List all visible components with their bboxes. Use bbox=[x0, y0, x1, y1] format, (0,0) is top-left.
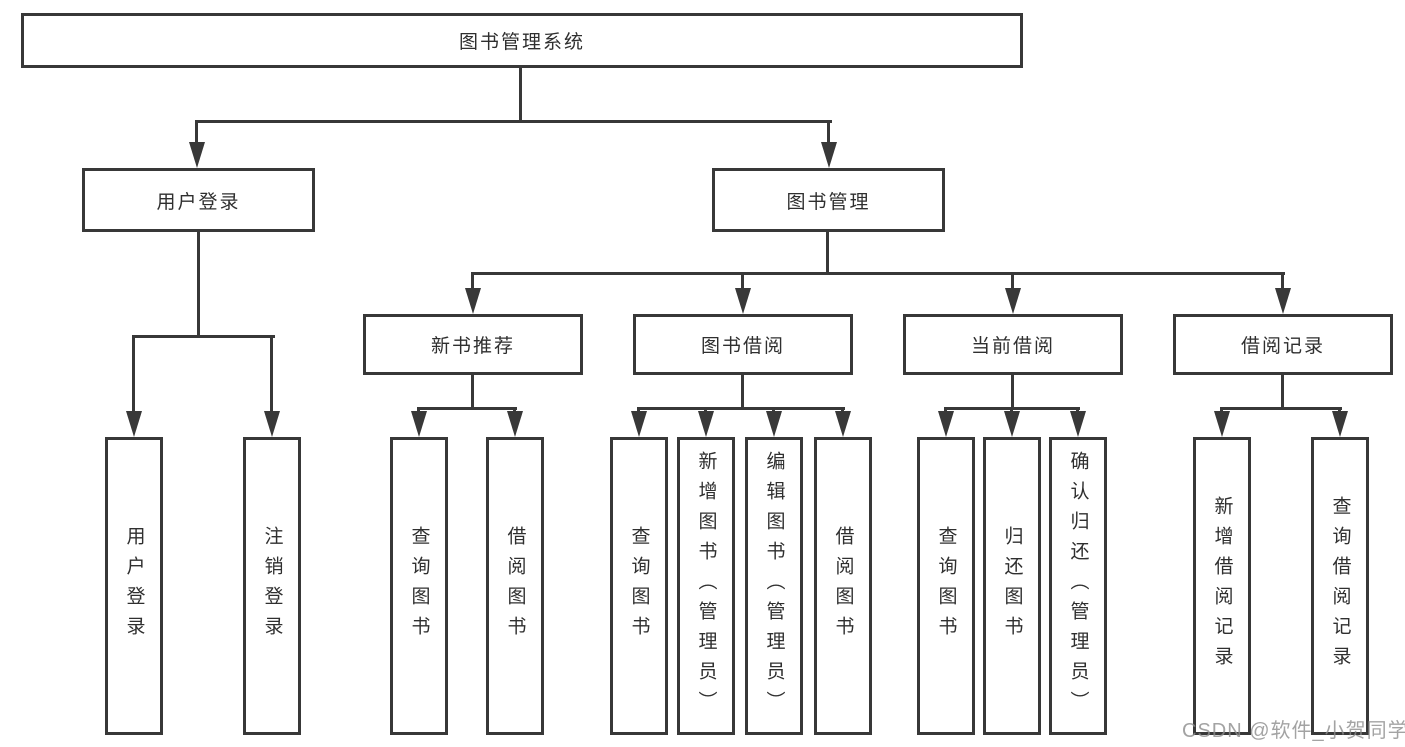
connector-line bbox=[471, 272, 474, 292]
leaf-query-borrow-record: 查询借阅记录 bbox=[1311, 437, 1369, 735]
leaf-confirm-return-admin-label: 确认归还（管理员） bbox=[1067, 451, 1089, 721]
watermark: CSDN @软件_小贺同学 bbox=[1182, 720, 1405, 742]
node-current-borrow-label: 当前借阅 bbox=[970, 336, 1055, 357]
leaf-query-book-label: 查询图书 bbox=[935, 526, 957, 646]
arrow-down-icon bbox=[766, 411, 782, 437]
leaf-logout: 注销登录 bbox=[243, 437, 301, 735]
arrow-down-icon bbox=[1332, 411, 1348, 437]
arrow-down-icon bbox=[698, 411, 714, 437]
arrow-down-icon bbox=[1004, 411, 1020, 437]
arrow-down-icon bbox=[938, 411, 954, 437]
connector-line bbox=[418, 407, 517, 410]
leaf-query-book: 查询图书 bbox=[917, 437, 975, 735]
leaf-logout-label: 注销登录 bbox=[261, 526, 283, 646]
leaf-add-book-admin-label: 新增图书（管理员） bbox=[695, 451, 717, 721]
arrow-down-icon bbox=[821, 142, 837, 168]
node-user-login-label: 用户登录 bbox=[156, 191, 241, 213]
connector-line bbox=[1221, 407, 1342, 410]
node-book-borrow: 图书借阅 bbox=[633, 314, 853, 375]
node-borrow-records-label: 借阅记录 bbox=[1240, 336, 1325, 357]
node-root-label: 图书管理系统 bbox=[458, 32, 585, 53]
arrow-down-icon bbox=[735, 288, 751, 314]
node-borrow-records: 借阅记录 bbox=[1173, 314, 1393, 375]
connector-line bbox=[1011, 375, 1014, 410]
node-new-book-recommend: 新书推荐 bbox=[363, 314, 583, 375]
leaf-query-book: 查询图书 bbox=[390, 437, 448, 735]
connector-line bbox=[741, 272, 744, 292]
leaf-query-book-label: 查询图书 bbox=[408, 526, 430, 646]
arrow-down-icon bbox=[411, 411, 427, 437]
leaf-return-book-label: 归还图书 bbox=[1001, 526, 1023, 646]
leaf-borrow-book: 借阅图书 bbox=[486, 437, 544, 735]
leaf-confirm-return-admin: 确认归还（管理员） bbox=[1049, 437, 1107, 735]
leaf-borrow-book: 借阅图书 bbox=[814, 437, 872, 735]
leaf-user-login: 用户登录 bbox=[105, 437, 163, 735]
leaf-borrow-book-label: 借阅图书 bbox=[504, 526, 526, 646]
connector-line bbox=[195, 120, 198, 146]
connector-line bbox=[1281, 272, 1284, 292]
connector-line bbox=[826, 232, 829, 275]
connector-line bbox=[196, 120, 832, 123]
leaf-edit-book-admin-label: 编辑图书（管理员） bbox=[763, 451, 785, 721]
arrow-down-icon bbox=[1214, 411, 1230, 437]
connector-line bbox=[519, 68, 522, 123]
arrow-down-icon bbox=[465, 288, 481, 314]
connector-line bbox=[132, 335, 135, 415]
connector-line bbox=[471, 272, 1285, 275]
arrow-down-icon bbox=[189, 142, 205, 168]
node-current-borrow: 当前借阅 bbox=[903, 314, 1123, 375]
leaf-add-borrow-record: 新增借阅记录 bbox=[1193, 437, 1251, 735]
arrow-down-icon bbox=[631, 411, 647, 437]
arrow-down-icon bbox=[1005, 288, 1021, 314]
leaf-add-book-admin: 新增图书（管理员） bbox=[677, 437, 735, 735]
node-book-management-label: 图书管理 bbox=[786, 191, 871, 213]
connector-line bbox=[1281, 375, 1284, 410]
node-root: 图书管理系统 bbox=[21, 13, 1023, 68]
node-user-login: 用户登录 bbox=[82, 168, 315, 232]
connector-line bbox=[638, 407, 845, 410]
node-new-book-recommend-label: 新书推荐 bbox=[430, 336, 515, 357]
connector-line bbox=[741, 375, 744, 410]
connector-line bbox=[132, 335, 275, 338]
node-book-management: 图书管理 bbox=[712, 168, 945, 232]
connector-line bbox=[827, 120, 830, 146]
arrow-down-icon bbox=[1070, 411, 1086, 437]
leaf-borrow-book-label: 借阅图书 bbox=[832, 526, 854, 646]
arrow-down-icon bbox=[835, 411, 851, 437]
arrow-down-icon bbox=[264, 411, 280, 437]
connector-line bbox=[270, 335, 273, 415]
connector-line bbox=[197, 232, 200, 338]
leaf-user-login-label: 用户登录 bbox=[123, 526, 145, 646]
node-book-borrow-label: 图书借阅 bbox=[700, 336, 785, 357]
arrow-down-icon bbox=[507, 411, 523, 437]
connector-line bbox=[471, 375, 474, 410]
leaf-return-book: 归还图书 bbox=[983, 437, 1041, 735]
arrow-down-icon bbox=[1275, 288, 1291, 314]
leaf-query-book: 查询图书 bbox=[610, 437, 668, 735]
leaf-query-borrow-record-label: 查询借阅记录 bbox=[1329, 496, 1351, 676]
leaf-query-book-label: 查询图书 bbox=[628, 526, 650, 646]
connector-line bbox=[1011, 272, 1014, 292]
leaf-edit-book-admin: 编辑图书（管理员） bbox=[745, 437, 803, 735]
arrow-down-icon bbox=[126, 411, 142, 437]
leaf-add-borrow-record-label: 新增借阅记录 bbox=[1211, 496, 1233, 676]
